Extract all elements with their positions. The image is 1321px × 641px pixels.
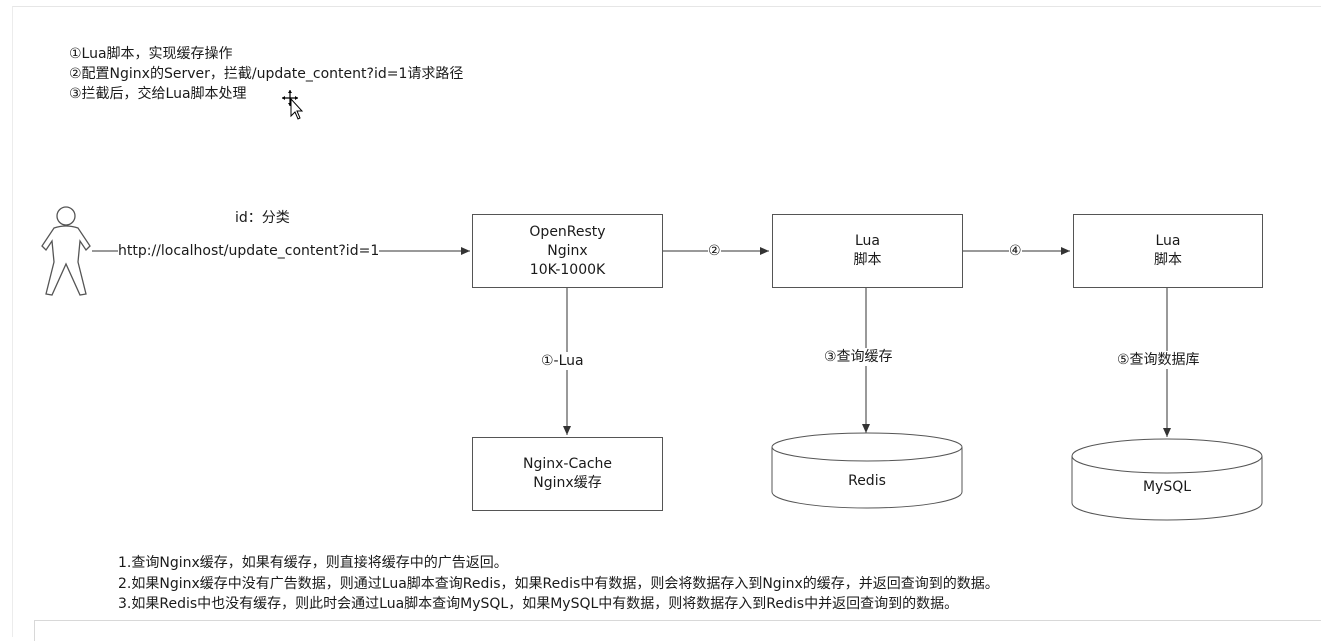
request-url-label: http://localhost/update_content?id=1 (118, 242, 380, 260)
top-note-2: ②配置Nginx的Server，拦截/update_content?id=1请求… (69, 66, 464, 82)
diagram-canvas (12, 6, 1321, 637)
edge-label-query-db: ⑤查询数据库 (1117, 351, 1200, 369)
lua-box-2-line-2: 脚本 (1154, 252, 1182, 268)
edge-label-4: ④ (1009, 242, 1022, 260)
top-note-3: ③拦截后，交给Lua脚本处理 (69, 86, 247, 102)
nginx-box-line-2: Nginx (547, 242, 588, 259)
cache-box-line-2: Nginx缓存 (533, 475, 602, 491)
bottom-note-3: 3.如果Redis中也没有缓存，则此时会通过Lua脚本查询MySQL，如果MyS… (118, 596, 959, 612)
nginx-box-line-3: 10K-1000K (529, 261, 606, 278)
user-actor-icon (41, 206, 91, 296)
openresty-nginx-box: OpenResty Nginx 10K-1000K (472, 214, 663, 288)
lua-box-2-line-1: Lua (1155, 233, 1181, 249)
edge-label-lua: ①-Lua (541, 352, 584, 370)
lua-box-1-line-1: Lua (854, 233, 880, 249)
nginx-cache-box: Nginx-Cache Nginx缓存 (472, 437, 663, 511)
lua-box-1-line-2: 脚本 (853, 252, 882, 268)
bottom-panel-edge (34, 620, 1321, 641)
mysql-cylinder (1071, 438, 1263, 521)
nginx-box-line-1: OpenResty (529, 223, 606, 240)
redis-cylinder (771, 432, 963, 509)
redis-label: Redis (848, 473, 886, 489)
bottom-note-1: 1.查询Nginx缓存，如果有缓存，则直接将缓存中的广告返回。 (118, 555, 508, 571)
edge-label-2: ② (708, 242, 721, 260)
edge-label-query-cache: ③查询缓存 (824, 348, 893, 366)
lua-script-box-1: Lua 脚本 (772, 214, 963, 288)
move-cursor-icon (282, 90, 304, 120)
lua-script-box-2: Lua 脚本 (1073, 214, 1263, 288)
top-note-1: ①Lua脚本，实现缓存操作 (69, 46, 233, 62)
bottom-note-2: 2.如果Nginx缓存中没有广告数据，则通过Lua脚本查询Redis，如果Red… (118, 576, 999, 592)
user-id-label: id：分类 (235, 210, 290, 226)
mysql-label: MySQL (1142, 479, 1192, 495)
cache-box-line-1: Nginx-Cache (523, 456, 612, 472)
